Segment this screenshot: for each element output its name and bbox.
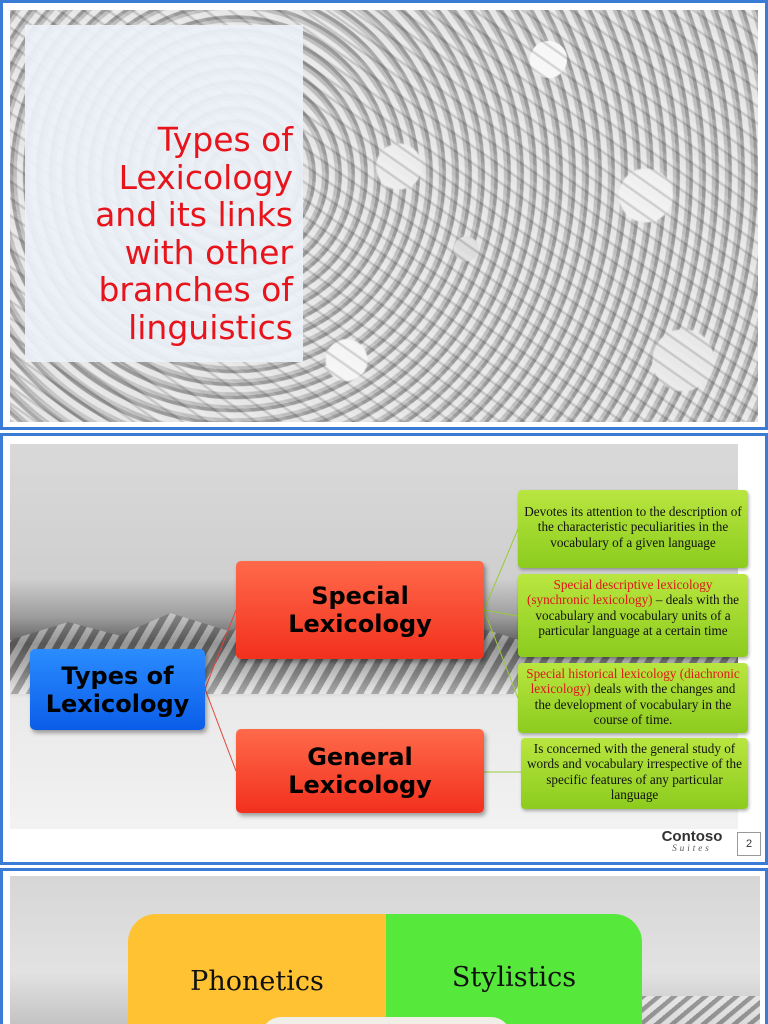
slide-title: Types of Lexicology and its links with o… [33, 121, 293, 346]
slide-3[interactable]: Phonetics Stylistics [0, 868, 768, 1024]
types-of-lexicology-label: Types of Lexicology [46, 662, 190, 718]
special-lexicology-description-box[interactable]: Devotes its attention to the description… [518, 490, 748, 568]
slide-1[interactable]: Types of Lexicology and its links with o… [0, 0, 768, 430]
general-lexicology-label: General Lexicology [288, 743, 432, 799]
title-panel: Types of Lexicology and its links with o… [25, 25, 303, 362]
stylistics-tile[interactable]: Stylistics [386, 914, 642, 1024]
special-lexicology-description: Devotes its attention to the description… [524, 504, 742, 550]
descriptive-lexicology-box[interactable]: Special descriptive lexicology (synchron… [518, 574, 748, 657]
historical-lexicology-box[interactable]: Special historical lexicology (diachroni… [518, 663, 748, 733]
general-lexicology-description: Is concerned with the general study of w… [527, 741, 742, 802]
stylistics-label: Stylistics [452, 962, 576, 1024]
general-lexicology-node[interactable]: General Lexicology [236, 729, 484, 813]
special-lexicology-label: Special Lexicology [288, 582, 432, 638]
contoso-logo: Contoso Suites [651, 828, 733, 853]
types-of-lexicology-node[interactable]: Types of Lexicology [30, 649, 205, 730]
phonetics-tile[interactable]: Phonetics [128, 914, 386, 1024]
slide-2[interactable]: Types of Lexicology Special Lexicology G… [0, 433, 768, 865]
phonetics-label: Phonetics [190, 966, 324, 1024]
center-shape [261, 1017, 511, 1024]
general-lexicology-description-box[interactable]: Is concerned with the general study of w… [521, 738, 748, 809]
page-number: 2 [737, 832, 761, 856]
special-lexicology-node[interactable]: Special Lexicology [236, 561, 484, 659]
